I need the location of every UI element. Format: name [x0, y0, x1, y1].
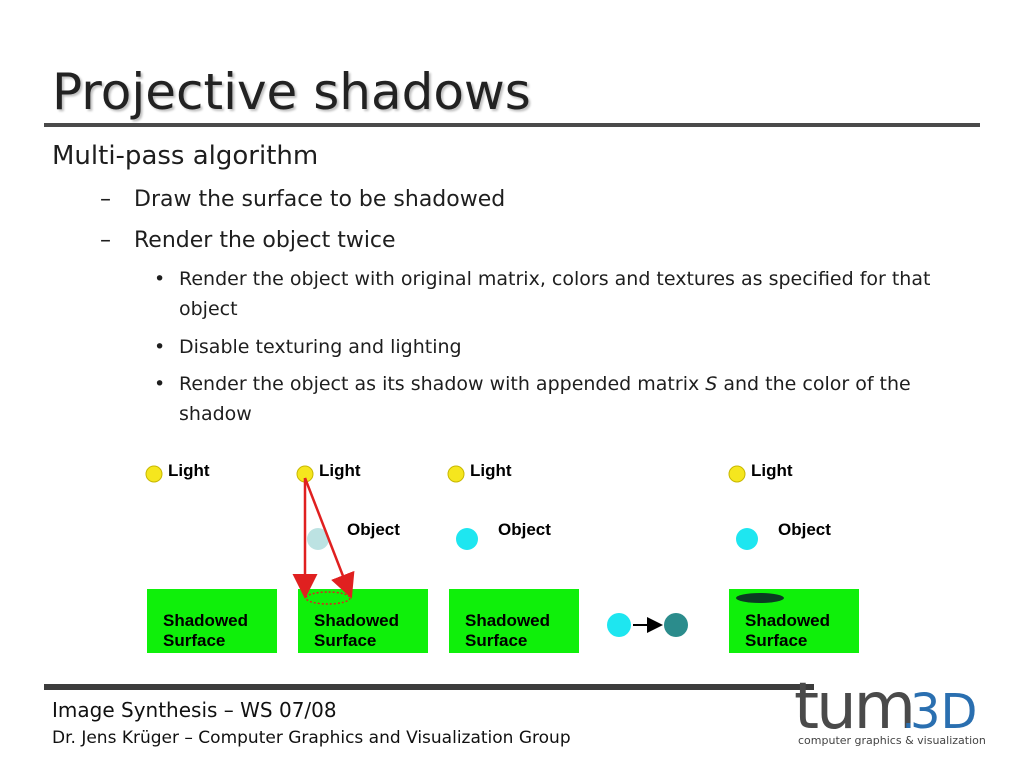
surface-label: Shadowed: [465, 611, 550, 630]
substep-text: Render the object as its shadow with app…: [179, 373, 911, 425]
bullet-marker: •: [154, 268, 166, 290]
color-transition: [607, 613, 688, 637]
surface-label: Shadowed: [163, 611, 248, 630]
substep-text: Render the object with original matrix, …: [179, 268, 931, 320]
light-label: Light: [168, 461, 210, 480]
panel-2: Light Object Shadowed Surface: [292, 461, 428, 653]
object-label: Object: [778, 520, 831, 539]
logo-suffix: 3D: [910, 684, 978, 740]
logo-mark: tum: [794, 670, 913, 744]
light-icon: [145, 465, 163, 483]
substep-item: • Render the object with original matrix…: [154, 264, 954, 324]
surface-box: [298, 589, 428, 653]
step-item: –Draw the surface to be shadowed: [100, 186, 505, 214]
matrix-symbol: S: [705, 373, 718, 395]
light-label: Light: [319, 461, 361, 480]
shadow-shape: [736, 593, 784, 603]
surface-label: Surface: [163, 631, 225, 650]
slide-title: Projective shadows: [52, 63, 531, 121]
course-label: Image Synthesis – WS 07/08: [52, 698, 337, 722]
light-label: Light: [470, 461, 512, 480]
step-text: Render the object twice: [134, 228, 396, 253]
surface-label: Surface: [745, 631, 807, 650]
panel-4: Light Object Shadowed Surface: [728, 461, 859, 653]
dash-marker: –: [100, 228, 111, 253]
surface-label: Shadowed: [314, 611, 399, 630]
shadow-object-icon: [664, 613, 688, 637]
object-icon: [456, 528, 478, 550]
substep-item: • Render the object as its shadow with a…: [154, 369, 954, 429]
main-bullet: Multi-pass algorithm: [52, 141, 319, 171]
surface-label: Shadowed: [745, 611, 830, 630]
logo-tagline: computer graphics & visualization: [798, 734, 986, 747]
tum-3d-logo: tum . 3D computer graphics & visualizati…: [794, 670, 986, 747]
surface-box: [147, 589, 277, 653]
bullet-marker: •: [154, 336, 166, 358]
step-item: –Render the object twice: [100, 227, 396, 255]
logo-dot: .: [902, 692, 915, 738]
object-ghost-icon: [307, 528, 329, 550]
step-text: Draw the surface to be shadowed: [134, 187, 506, 212]
dash-marker: –: [100, 187, 111, 212]
surface-label: Surface: [314, 631, 376, 650]
light-icon: [728, 465, 746, 483]
title-divider: [44, 123, 980, 127]
surface-box: [449, 589, 579, 653]
light-icon: [447, 465, 465, 483]
object-icon: [736, 528, 758, 550]
projection-arrow: [303, 477, 355, 599]
panel-1: Light Shadowed Surface: [145, 461, 277, 653]
light-label: Light: [751, 461, 793, 480]
bullet-marker: •: [154, 373, 166, 395]
surface-label: Surface: [465, 631, 527, 650]
object-label: Object: [498, 520, 551, 539]
footer-divider: [44, 684, 814, 690]
author-label: Dr. Jens Krüger – Computer Graphics and …: [52, 728, 571, 748]
substep-text: Disable texturing and lighting: [179, 336, 462, 358]
panel-3: Light Object Shadowed Surface: [447, 461, 579, 653]
object-icon: [607, 613, 631, 637]
object-label: Object: [347, 520, 400, 539]
substep-item: • Disable texturing and lighting: [154, 332, 954, 362]
